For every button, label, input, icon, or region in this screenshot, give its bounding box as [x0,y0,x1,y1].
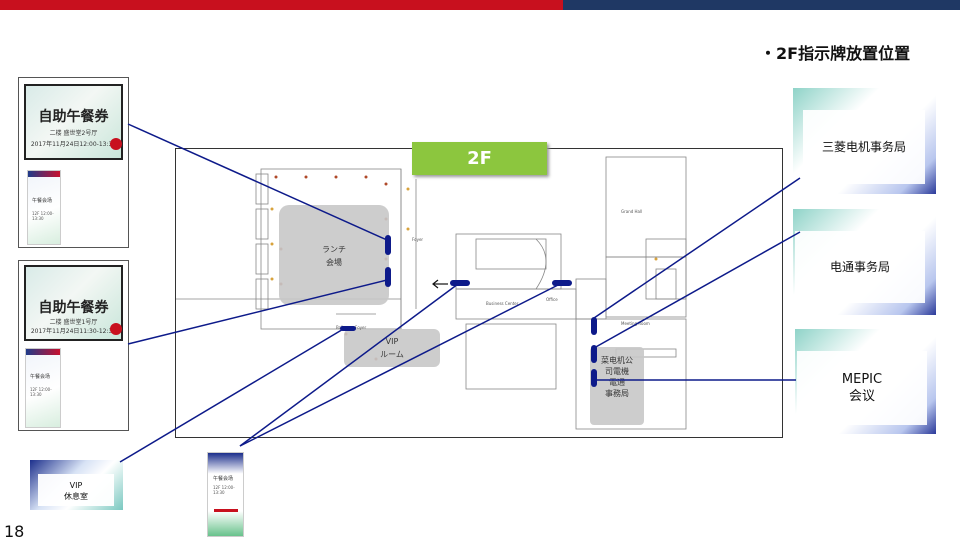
arrow-left-icon [214,509,238,512]
card-sub: 12F 12:00-13:30 [32,211,54,221]
ticket-subtitle: 二楼 盛世堂1号厅 [49,319,98,326]
header-bar-red [0,0,563,10]
card-band [26,349,60,355]
sign-marker [385,235,391,255]
map-label-business: Business Center [486,301,519,306]
ticket-subtitle: 二楼 盛世堂2号厅 [49,130,98,137]
vip-lounge-sign: VIP 休息室 [30,460,123,510]
map-label-foyer: Foyer [412,237,424,242]
sign-panel-2: 自助午餐券 二楼 盛世堂1号厅 2017年11月24日11:30-12:30 午… [18,260,129,431]
card-band [28,171,60,177]
sign-marker [591,345,597,363]
card-title: 午餐会场 [30,374,51,380]
lunch-venue-label: ランチ 会場 [322,245,346,267]
lunch-venue-zone: ランチ 会場 [279,205,389,305]
sign-marker [340,326,356,331]
lunch-card-1: 午餐会场 12F 12:00-13:30 [27,170,61,245]
right-sign-label: 三菱电机事务局 [803,110,925,184]
card-sub: 12F 12:00-13:30 [30,387,52,397]
ticket-title: 自助午餐券 [38,109,109,125]
map-label-hall: Grand Hall [621,209,643,214]
right-sign-2: 电通事务局 [793,209,936,315]
card-title: 午餐会场 [32,198,53,204]
header-bar-blue [563,0,960,10]
seal-icon [110,323,122,335]
sign-marker [552,280,572,286]
vip-lounge-label: VIP 休息室 [38,474,114,506]
floor-plan: ランチ 会場 VIP ルーム 菜电机公 司電機 電通 事務局 Foyer Bus… [175,148,783,438]
office-zone-label: 菜电机公 司電機 電通 事務局 [601,356,633,398]
right-sign-3: MEPIC 会议 [795,329,936,434]
sign-panel-1: 自助午餐券 二楼 盛世堂2号厅 2017年11月24日12:00-13:30 午… [18,77,129,248]
stand-sub: 12F 12:00-13:30 [213,485,235,495]
lunch-ticket-1: 自助午餐券 二楼 盛世堂2号厅 2017年11月24日12:00-13:30 [24,84,123,160]
ticket-title: 自助午餐券 [38,300,109,316]
right-sign-1: 三菱电机事务局 [793,88,936,194]
sign-marker [450,280,470,286]
seal-icon [110,138,122,150]
right-sign-label: 电通事务局 [795,231,925,303]
lunch-card-2: 午餐会场 12F 12:00-13:30 [25,348,61,428]
sign-marker [591,369,597,387]
ticket-date: 2017年11月24日11:30-12:30 [30,328,117,335]
page-title: ・2F指示牌放置位置 [760,44,911,63]
map-label-office: Office [546,297,558,302]
office-zone: 菜电机公 司電機 電通 事務局 [590,347,644,425]
floor-plan-drawing [176,156,687,430]
lunch-ticket-2: 自助午餐券 二楼 盛世堂1号厅 2017年11月24日11:30-12:30 [24,265,123,341]
map-label-meeting: Meeting Room [621,321,650,326]
right-sign-label: MEPIC 会议 [797,351,927,425]
stand-title: 午餐会场 [213,476,234,482]
page-number: 18 [4,522,25,541]
lunch-stand-sign: 午餐会场 12F 12:00-13:30 [207,452,244,537]
vip-room-label: VIP ルーム [380,337,404,359]
sign-marker [591,317,597,335]
vip-room-zone: VIP ルーム [344,329,440,367]
ticket-date: 2017年11月24日12:00-13:30 [30,141,117,148]
floor-badge: 2F [412,142,547,175]
sign-marker [385,267,391,287]
